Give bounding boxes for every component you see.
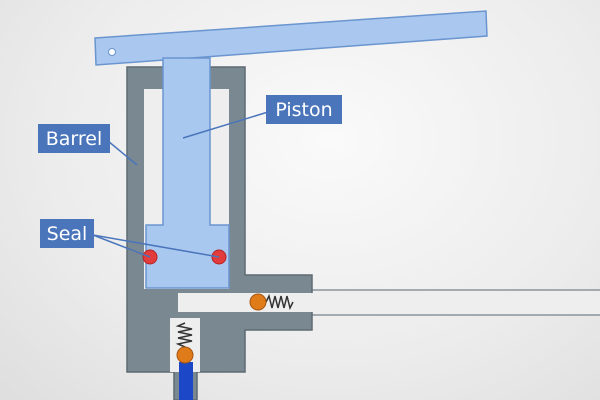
- outlet-channel: [178, 293, 318, 312]
- seal-leader-line-left: [92, 234, 151, 258]
- seal-label-box: [40, 219, 94, 248]
- barrel-label-text: Barrel: [46, 128, 103, 150]
- piston-leader-line: [182, 111, 269, 139]
- inlet-valve-spring: [175, 322, 193, 348]
- outlet-valve-ball: [249, 293, 267, 311]
- piston-label-box: [266, 95, 342, 124]
- barrel-leader-line: [107, 140, 138, 166]
- inlet-pipe: [179, 362, 193, 400]
- piston: [145, 57, 230, 289]
- seal-label-text: Seal: [47, 223, 88, 245]
- barrel-label-box: [38, 124, 110, 153]
- piston-label-text: Piston: [275, 99, 332, 121]
- lever-pivot-hole: [108, 48, 116, 56]
- piston-label: Piston: [266, 95, 342, 124]
- seal-label: Seal: [40, 219, 94, 248]
- barrel-label: Barrel: [38, 124, 110, 153]
- outlet-pipe: [309, 289, 600, 316]
- inlet-valve-ball: [176, 346, 194, 364]
- lever-handle: [94, 10, 488, 66]
- outlet-valve-spring: [265, 293, 294, 311]
- seal-leader-line-right: [92, 234, 220, 258]
